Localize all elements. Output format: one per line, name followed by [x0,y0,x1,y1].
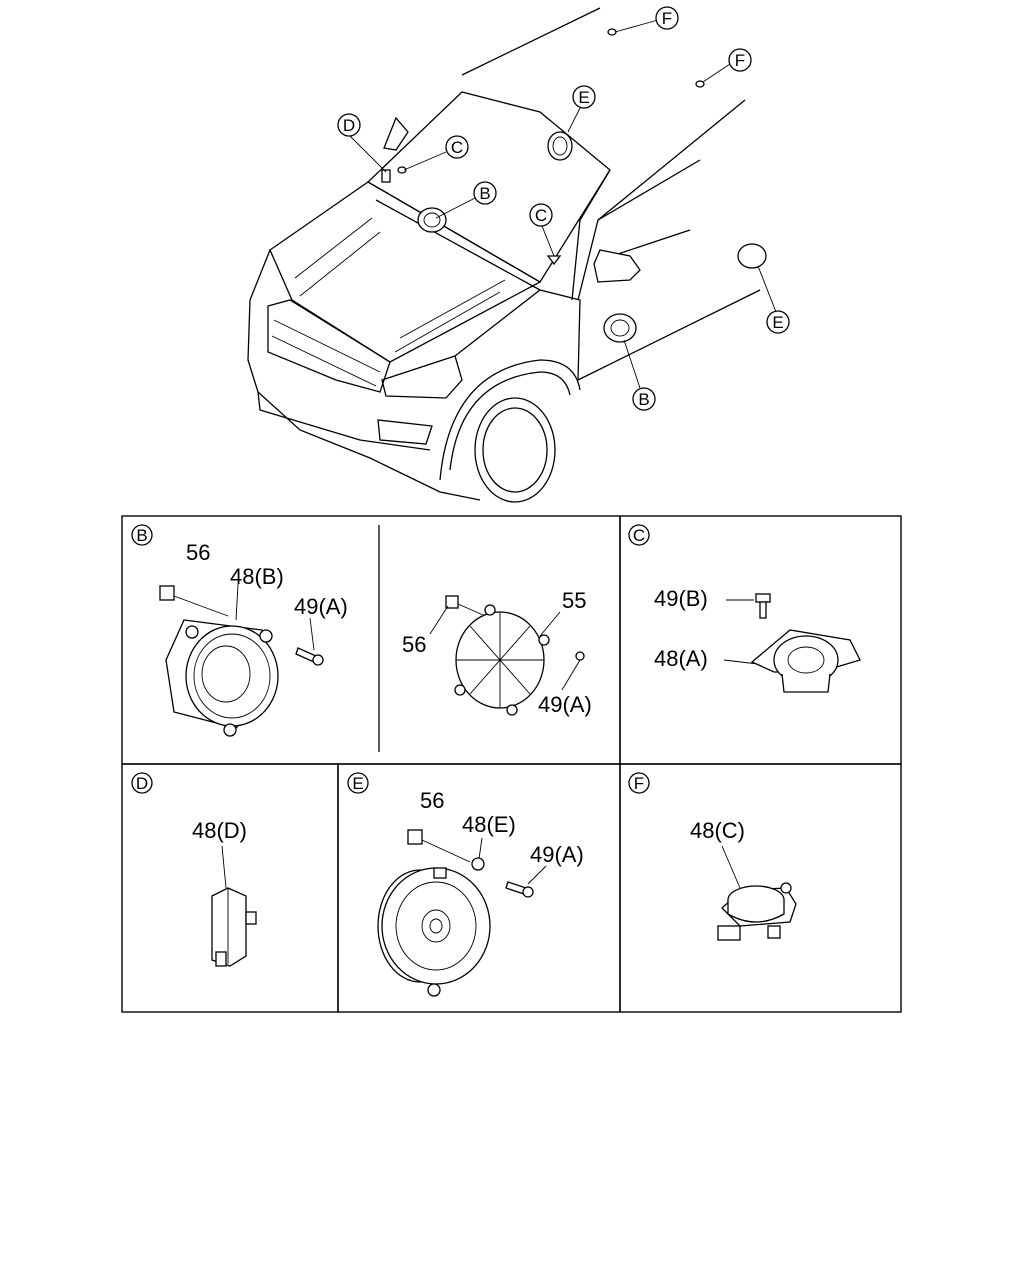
panel-c: C 49(B) 48(A) [628,524,861,693]
svg-text:F: F [662,9,672,28]
clip-part [407,829,423,845]
svg-text:E: E [578,88,589,107]
module-marker [381,169,391,183]
panel-f-frame [619,763,902,1013]
tweeter-marker [607,28,617,36]
label-49-a: 49(A) [538,692,592,717]
speaker-marker [417,207,447,233]
label-48-d: 48(D) [192,818,247,843]
callout-f: F [728,48,752,72]
svg-text:F: F [735,51,745,70]
speaker-48a [750,629,861,693]
panel-e: E 56 48(E) 49(A) [347,772,584,997]
speaker-48e [377,857,491,997]
callout-c: C [529,203,553,227]
label-49-a: 49(A) [530,842,584,867]
label-56: 56 [402,632,426,657]
label-55: 55 [562,588,586,613]
clip-part [159,585,175,601]
bolt-49a [295,647,324,666]
panel-c-frame [619,515,902,765]
label-49-b: 49(B) [654,586,708,611]
svg-text:D: D [343,116,355,135]
callout-b: B [632,387,656,411]
module-48d [211,887,257,967]
callout-c: C [445,135,469,159]
svg-text:C: C [633,526,645,545]
bolt-49a [505,881,534,898]
panel-d-badge: D [131,772,153,794]
speaker-48b [165,619,279,737]
panel-d: D 48(D) [131,772,257,967]
label-48-b: 48(B) [230,564,284,589]
clip-part [445,595,459,609]
label-48-c: 48(C) [690,818,745,843]
callout-f: F [655,6,679,30]
svg-text:E: E [352,774,363,793]
panel-b: B 56 48(B) 49(A) 56 55 49(A) [131,524,592,737]
svg-text:C: C [535,206,547,225]
callout-b: B [473,181,497,205]
baffle-55 [454,604,550,716]
label-48-e: 48(E) [462,812,516,837]
speaker-marker [737,243,767,269]
label-48-a: 48(A) [654,646,708,671]
label-49-a: 49(A) [294,594,348,619]
speaker-marker [547,131,573,161]
svg-text:C: C [451,138,463,157]
panel-c-badge: C [628,524,650,546]
svg-text:F: F [634,774,644,793]
panel-f-badge: F [628,772,650,794]
panel-e-frame [337,763,621,1013]
panel-b-badge: B [131,524,153,546]
callout-e: E [766,310,790,334]
label-56: 56 [420,788,444,813]
vehicle-overview: F F E D C B C E B [247,6,790,503]
svg-text:B: B [136,526,147,545]
speaker-marker [603,313,637,343]
svg-text:E: E [772,313,783,332]
svg-text:D: D [136,774,148,793]
panel-e-badge: E [347,772,369,794]
tweeter-48c [717,882,797,941]
callout-e: E [572,85,596,109]
callout-d: D [337,113,361,137]
tweeter-marker [695,80,705,88]
label-56: 56 [186,540,210,565]
panel-d-frame [121,763,339,1013]
screw-49b [755,593,771,619]
svg-text:B: B [638,390,649,409]
panel-f: F 48(C) [628,772,797,941]
svg-text:B: B [479,184,490,203]
